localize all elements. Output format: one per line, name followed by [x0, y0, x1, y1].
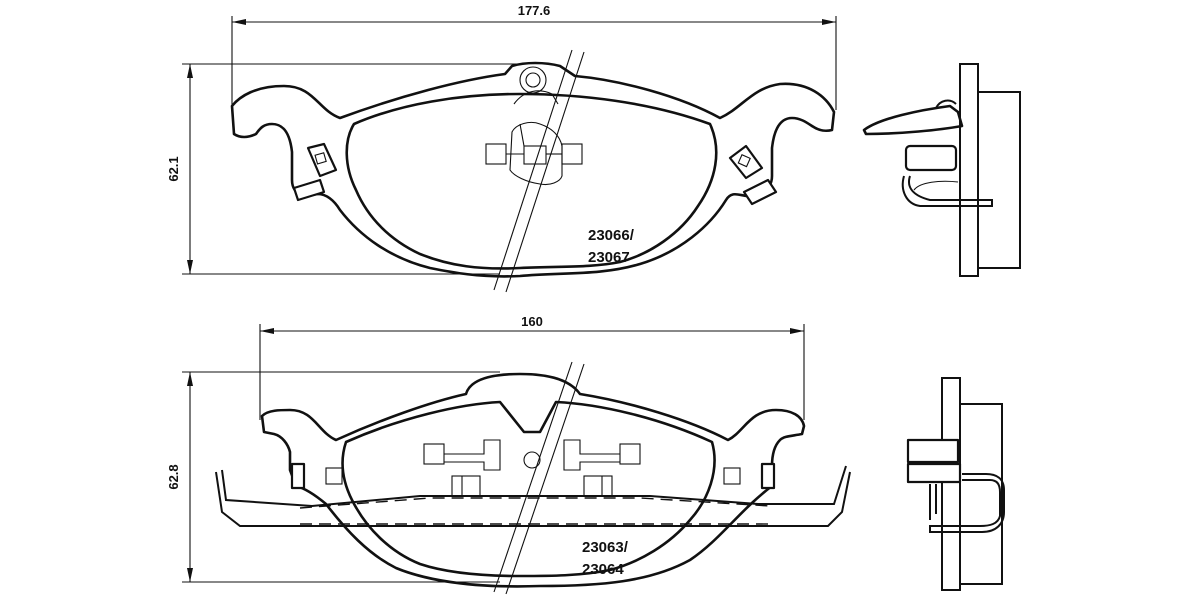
top-section-cut-line: [493, 49, 585, 293]
bottom-spring-wire: [215, 465, 851, 527]
top-left-guide-clip: [292, 142, 338, 202]
top-ear: [513, 66, 559, 105]
top-pad-code-1: 23066/: [588, 227, 635, 244]
top-height-dimension-line: [182, 63, 520, 275]
top-height-dimension: 62.1: [166, 156, 181, 181]
top-pad-front-view: 177.6 62.1: [166, 3, 837, 293]
bottom-section-cut-line: [493, 361, 585, 595]
bottom-left-guide-clip: [290, 462, 343, 490]
bottom-hidden-lines: [299, 497, 771, 525]
top-friction-lining: [345, 92, 718, 270]
bottom-right-guide-clip: [723, 462, 776, 490]
top-center-clip: [485, 121, 583, 186]
bottom-backing-plate: [260, 372, 806, 588]
bottom-center-clip: [423, 439, 641, 497]
bottom-height-dimension: 62.8: [166, 464, 181, 489]
bottom-pad-front-view: 160 62.8: [166, 314, 851, 595]
bottom-pad-code-1: 23063/: [582, 539, 629, 556]
top-pad-code-2: 23067: [588, 249, 630, 266]
bottom-width-dimension: 160: [521, 314, 543, 329]
top-pad-side-view: [862, 63, 1021, 277]
top-width-dimension-line: [231, 16, 837, 110]
bottom-friction-lining: [341, 400, 716, 578]
top-right-guide-clip: [728, 144, 778, 206]
top-width-dimension: 177.6: [518, 3, 551, 18]
bottom-pad-side-view: [906, 377, 1005, 591]
bottom-pad-code-2: 23064: [582, 561, 624, 578]
